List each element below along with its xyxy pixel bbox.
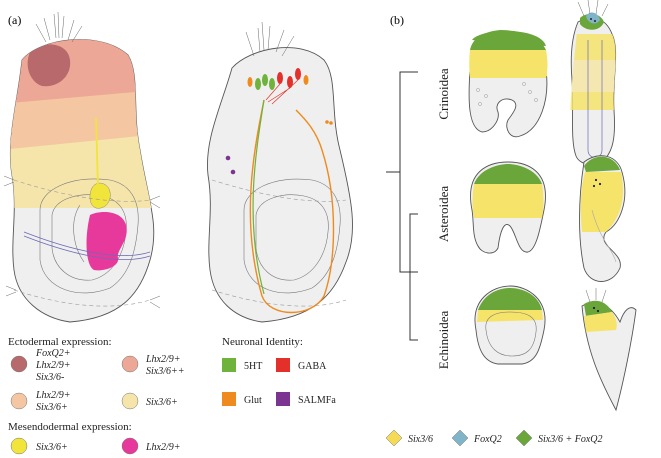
legend-ecto-heading: Ectodermal expression: xyxy=(8,336,112,348)
asteroid-embryo xyxy=(470,161,546,254)
legend-meso-heading: Mesendodermal expression: xyxy=(8,421,132,433)
region-foxq2-apical xyxy=(27,44,71,87)
legend-item-foxq2: FoxQ2 xyxy=(473,434,502,445)
legend-item-glut: Glut xyxy=(244,395,262,406)
neurons-salmfa xyxy=(225,155,236,175)
legend-item-meso-lhx: Lhx2/9+ xyxy=(145,442,181,453)
mesendoderm-six3 xyxy=(89,182,111,209)
larva-expression-diagram xyxy=(3,11,161,323)
phylogeny-tree: Crinoidea Asteroidea Echinoidea xyxy=(386,68,451,369)
neurons-gaba xyxy=(265,68,301,105)
crinoid-embryo xyxy=(468,30,548,138)
legend-expression: Ectodermal expression: FoxQ2+ Lhx2/9+ Si… xyxy=(8,336,185,455)
apical-tuft xyxy=(35,11,83,43)
legend-item-meso-six3: Six3/6+ xyxy=(36,442,68,453)
neurons-glut xyxy=(247,75,333,125)
legend-gene-expression: Six3/6 FoxQ2 Six3/6 + FoxQ2 xyxy=(385,429,603,447)
asteroid-larva xyxy=(579,155,626,282)
larva-neuron-diagram xyxy=(206,21,353,323)
legend-item-six3: Six3/6 xyxy=(408,434,433,445)
swatch-salmfa xyxy=(276,392,290,406)
taxon-asteroidea: Asteroidea xyxy=(436,186,451,243)
panel-label-a: (a) xyxy=(8,13,21,27)
swatch-glut xyxy=(222,392,236,406)
legend-item-six3-foxq2: Six3/6 + FoxQ2 xyxy=(538,434,603,445)
legend-item-gaba: GABA xyxy=(298,361,327,372)
panel-label-b: (b) xyxy=(390,13,404,27)
swatch-lhx-six3-plus xyxy=(10,392,28,410)
legend-neuronal-heading: Neuronal Identity: xyxy=(222,336,303,348)
swatch-meso-six3 xyxy=(10,437,28,455)
swatch-foxq2 xyxy=(451,429,469,447)
region-lhx-six3-plusplus xyxy=(10,39,154,104)
legend-item-lhx-six3-plus: Lhx2/9+ Six3/6+ xyxy=(35,390,73,413)
echinoid-larva xyxy=(581,288,637,412)
taxon-crinoidea: Crinoidea xyxy=(436,68,451,119)
legend-item-lhx-six3-plusplus: Lhx2/9+ Six3/6++ xyxy=(145,354,185,377)
apical-tuft-2 xyxy=(245,21,295,57)
legend-item-foxq2-lhx: FoxQ2+ Lhx2/9+ Six3/6- xyxy=(35,348,73,383)
crinoid-larva xyxy=(570,0,617,165)
neurons-5ht xyxy=(255,74,275,90)
swatch-5ht xyxy=(222,358,236,372)
legend-item-5ht: 5HT xyxy=(244,361,262,372)
swatch-meso-lhx xyxy=(121,437,139,455)
swatch-six3-foxq2 xyxy=(515,429,533,447)
swatch-six3-plus xyxy=(121,392,139,410)
legend-item-six3-plus: Six3/6+ xyxy=(146,397,178,408)
swatch-lhx-six3-plusplus xyxy=(121,355,139,373)
taxon-echinoidea: Echinoidea xyxy=(436,311,451,370)
legend-neuronal-identity: Neuronal Identity: 5HT GABA Glut SALMFa xyxy=(222,336,336,406)
swatch-foxq2-lhx xyxy=(10,355,28,373)
legend-item-salmfa: SALMFa xyxy=(298,395,336,406)
swatch-gaba xyxy=(276,358,290,372)
echinoid-embryo xyxy=(474,285,546,365)
swatch-six3 xyxy=(385,429,403,447)
